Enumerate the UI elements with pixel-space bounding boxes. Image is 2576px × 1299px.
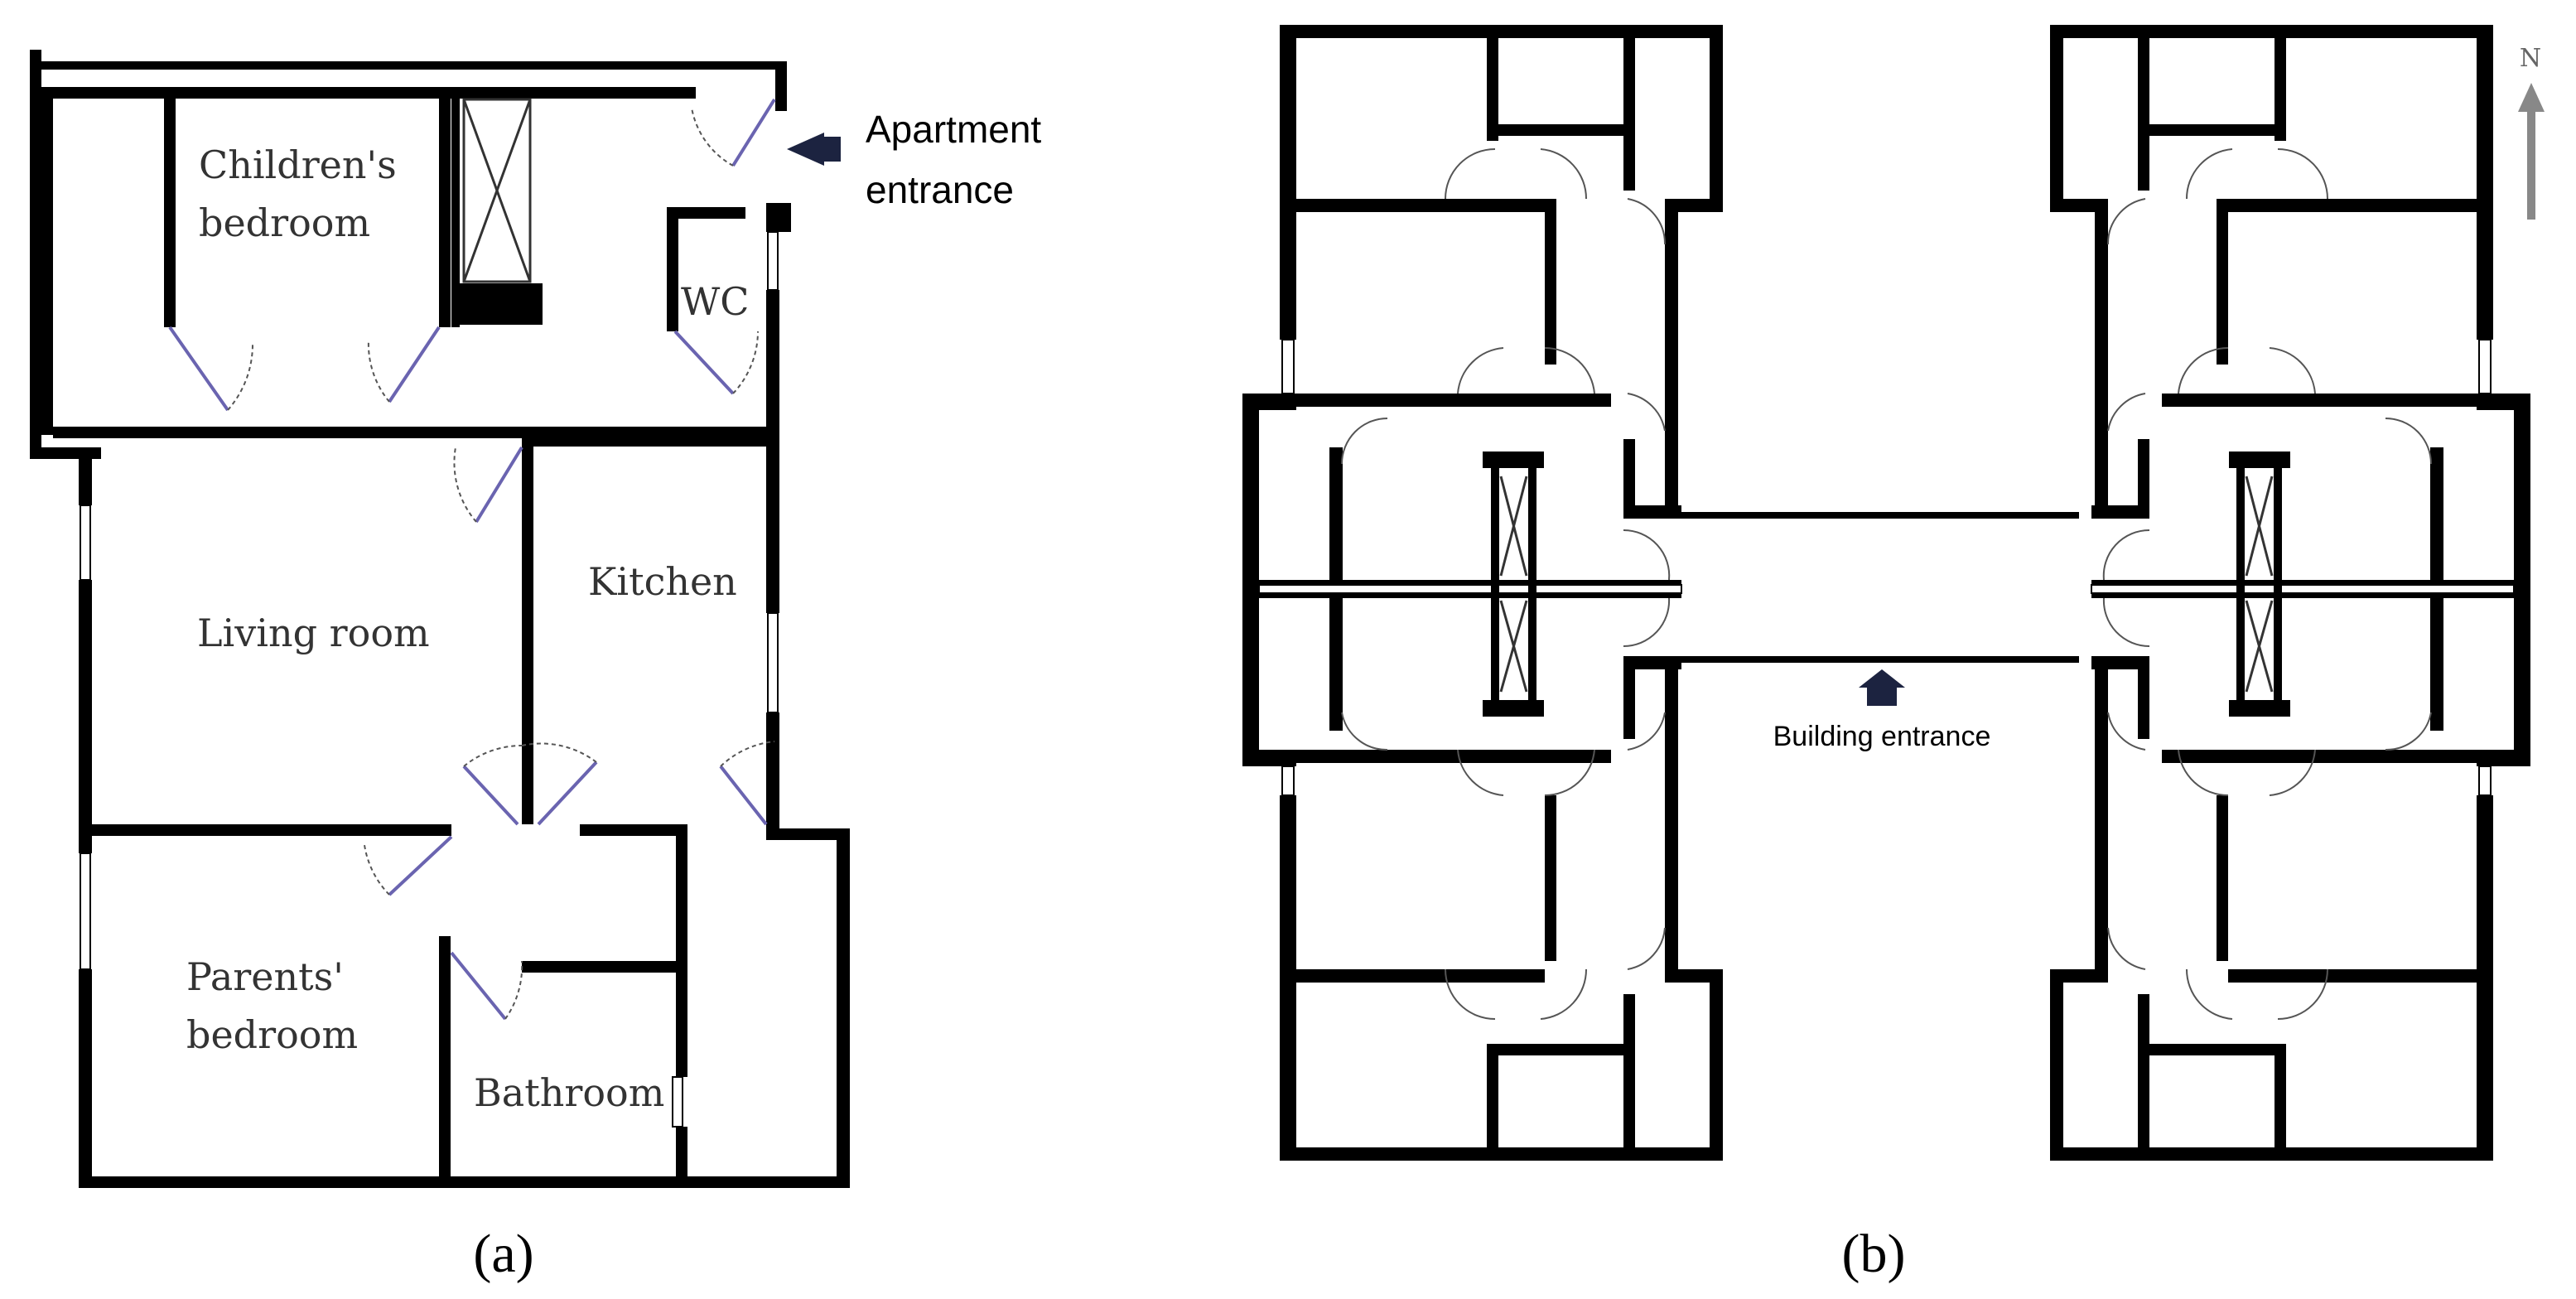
wall [41,87,53,435]
wall [30,50,41,459]
wall [766,290,779,613]
wall [41,61,787,70]
wall [79,447,92,505]
wall [439,87,451,327]
window [80,852,91,970]
window [767,612,779,713]
room-label-childrens-bedroom-line1: Children's [199,142,397,187]
wall [766,203,791,232]
window [80,505,91,581]
wall [580,824,687,836]
room-label-kitchen: Kitchen [588,559,737,604]
building-floor-plan: Building entrance N [1242,25,2545,1284]
corridor-wall [1681,512,2079,519]
apartment-entrance-label-line2: entrance [866,168,1014,211]
window [767,231,779,291]
arrow-left-icon [787,133,841,166]
wall [522,435,533,824]
wall [667,207,678,331]
wall [451,283,543,325]
apartment-floor-plan: Children's bedroom WC Kitchen Living roo… [30,50,1041,1284]
wall [451,91,460,327]
north-arrow-icon [2518,83,2545,220]
north-label: N [2520,44,2541,73]
wall [439,936,451,1185]
apartment-entrance-label-line1: Apartment [866,108,1041,151]
shaft-outline [462,98,532,283]
arrow-up-icon [1859,669,1905,706]
room-label-parents-bedroom-line2: bedroom [186,1012,358,1057]
room-label-childrens-bedroom-line2: bedroom [199,200,370,245]
wall [676,824,687,1077]
room-label-bathroom: Bathroom [474,1070,664,1115]
wall [79,580,92,853]
wall [79,824,451,836]
room-label-living-room: Living room [197,611,430,655]
wall [766,712,779,840]
building-wing-right [2050,25,2530,1161]
window [672,1076,683,1128]
building-wing-left [1242,25,1723,1161]
doors [168,98,776,1021]
wall [837,828,850,1188]
wall [522,961,683,973]
shaft-cross [462,99,532,282]
wall [41,87,157,99]
room-label-parents-bedroom-line1: Parents' [186,954,344,999]
wall [447,87,696,99]
wall [79,969,92,1185]
panel-label-a: (a) [473,1224,533,1284]
wall [79,1176,849,1188]
wall [775,61,787,111]
wall [667,207,745,219]
building-entrance-label: Building entrance [1773,721,1991,752]
wall [676,1127,687,1185]
corridor-wall [1681,656,2079,663]
wall [164,87,176,327]
wall [770,828,850,840]
wall [157,87,447,99]
panel-label-b: (b) [1842,1224,1906,1284]
wall [522,435,770,447]
room-label-wc: WC [681,279,749,324]
